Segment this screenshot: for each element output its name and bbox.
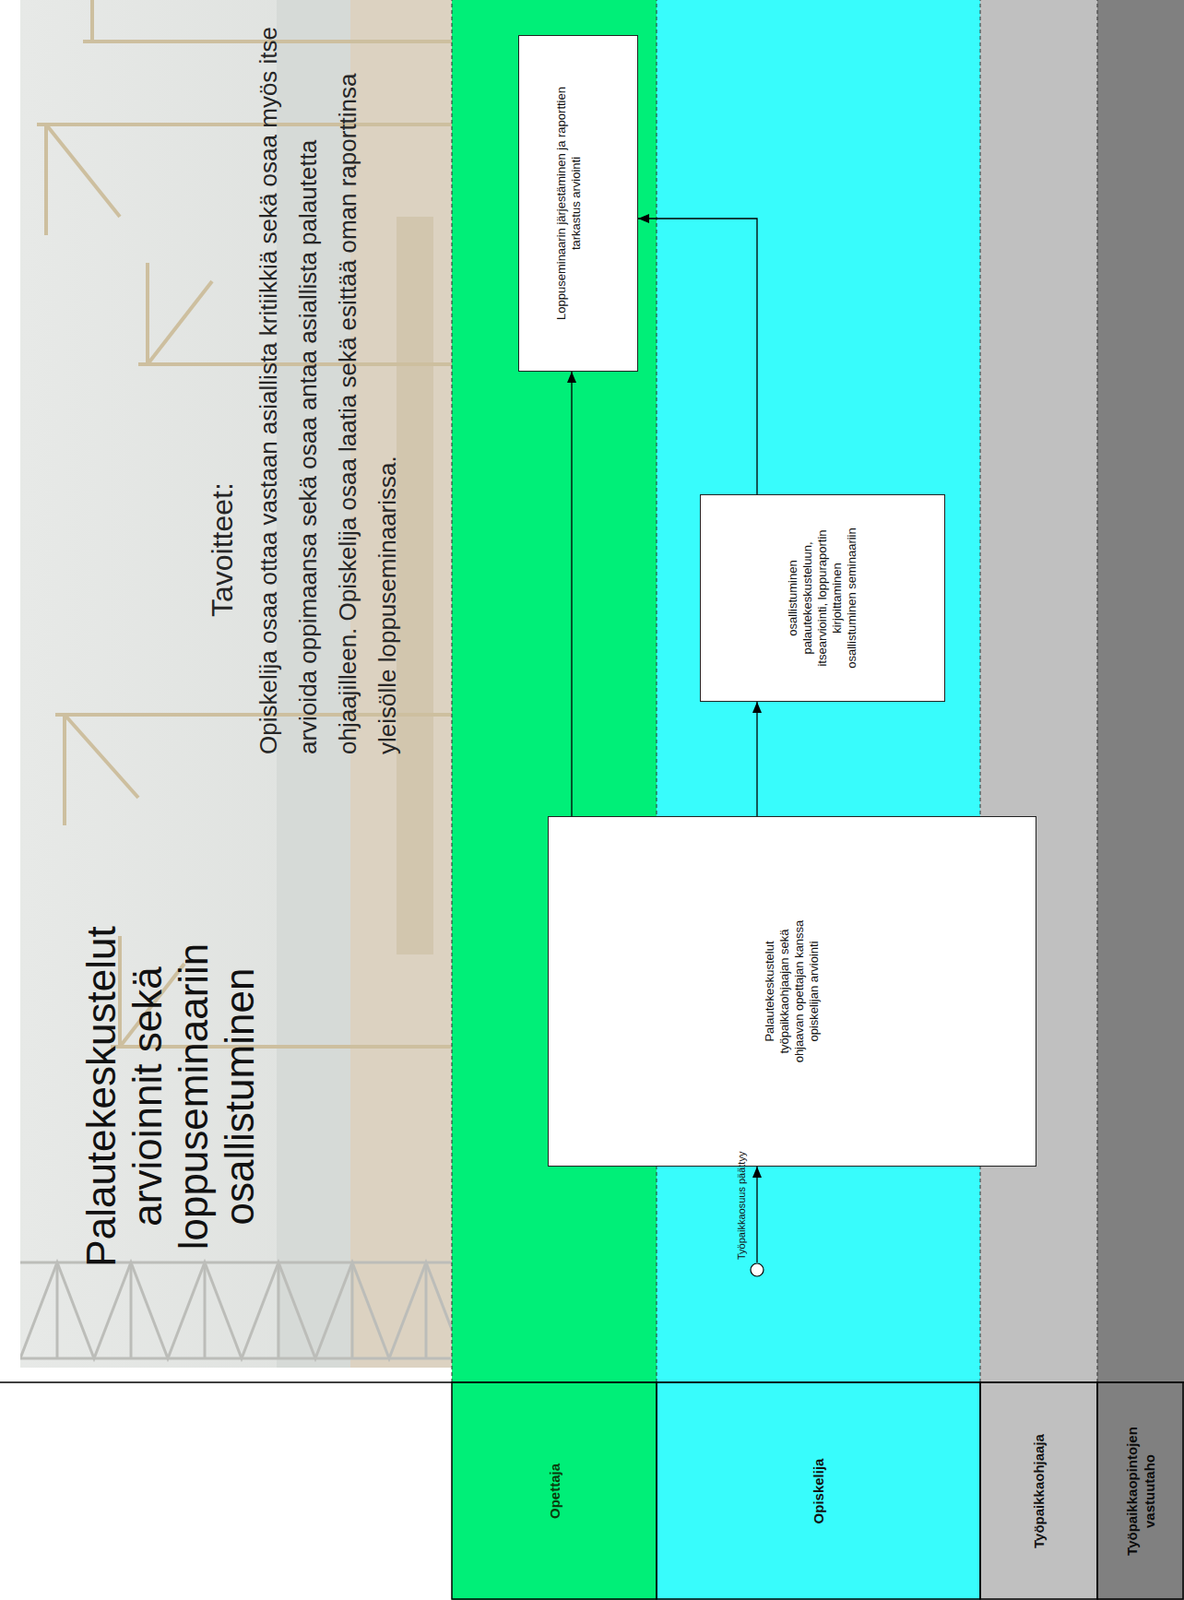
swimlane: Opiskelija Työpaikkaosuus päättyy Palautek… xyxy=(656,0,981,1600)
process-text: Loppuseminaarin järjestäminen ja raportt… xyxy=(554,65,584,343)
lane-label: Opettaja xyxy=(545,1382,564,1600)
flow-arrow xyxy=(756,1166,758,1263)
lane-separator xyxy=(980,0,982,1383)
lane-label: Työpaikkaopintojen vastuutaho xyxy=(1123,1382,1159,1600)
lane-fill xyxy=(451,0,657,1600)
start-event: Työpaikkaosuus päättyy xyxy=(749,1262,765,1278)
process-box: osallistuminen palautekeskusteluun, itse… xyxy=(699,494,946,702)
flow-arrow xyxy=(638,218,758,495)
start-circle-outline xyxy=(750,1263,764,1277)
process-box: Palautekeskustelut työpaikkaohjaajan sek… xyxy=(547,816,1037,1167)
label-cell xyxy=(980,1382,1098,1599)
label-column-borders xyxy=(0,1382,1184,1599)
goals-heading: Tavoitteet: xyxy=(204,377,240,617)
title-block: Palautekeskustelut arvioinnit sekä loppu… xyxy=(78,865,263,1327)
swimlane: Työpaikkaopintojen vastuutaho xyxy=(1097,0,1184,1600)
lane-fill xyxy=(656,0,981,1600)
label-cell xyxy=(656,1382,981,1599)
flow-arrow xyxy=(570,371,572,817)
label-cell xyxy=(1097,1382,1184,1599)
photo-sky xyxy=(20,0,452,1368)
swimlane: Opettaja Loppuseminaarin järjestäminen ja… xyxy=(451,0,657,1600)
diagram-title: Palautekeskustelut arvioinnit sekä loppu… xyxy=(78,925,263,1267)
truss-diagonals xyxy=(20,1262,452,1359)
lane-separator xyxy=(451,0,453,1383)
harbour-photo xyxy=(20,0,452,1368)
start-circle xyxy=(749,1262,765,1278)
label-cell xyxy=(451,1382,657,1599)
process-box: Loppuseminaarin järjestäminen ja raportt… xyxy=(518,35,639,372)
truss-structure xyxy=(20,1262,452,1359)
swimlane: Työpaikkaohjaaja xyxy=(980,0,1098,1600)
lane-label: Opiskelija xyxy=(809,1382,828,1600)
process-text: osallistuminen palautekeskusteluun, itse… xyxy=(785,526,860,671)
crane xyxy=(36,124,452,236)
lane-label: Työpaikkaohjaaja xyxy=(1030,1382,1048,1600)
lane-separator xyxy=(656,0,658,1383)
flow-arrow xyxy=(756,701,758,817)
process-text: Palautekeskustelut työpaikkaohjaajan sek… xyxy=(762,906,822,1078)
lane-fill xyxy=(980,0,1098,1600)
lane-fill xyxy=(1097,0,1184,1600)
truss-braces xyxy=(57,1262,427,1359)
event-label: Työpaikkaosuus päättyy xyxy=(735,1244,748,1260)
goals-text: Opiskelija osaa ottaa vastaan asiallista… xyxy=(248,16,408,755)
photo-hull xyxy=(396,216,434,955)
lane-separators xyxy=(451,0,1098,1383)
crane-masts xyxy=(36,0,452,1047)
lane-separator xyxy=(1097,0,1099,1383)
